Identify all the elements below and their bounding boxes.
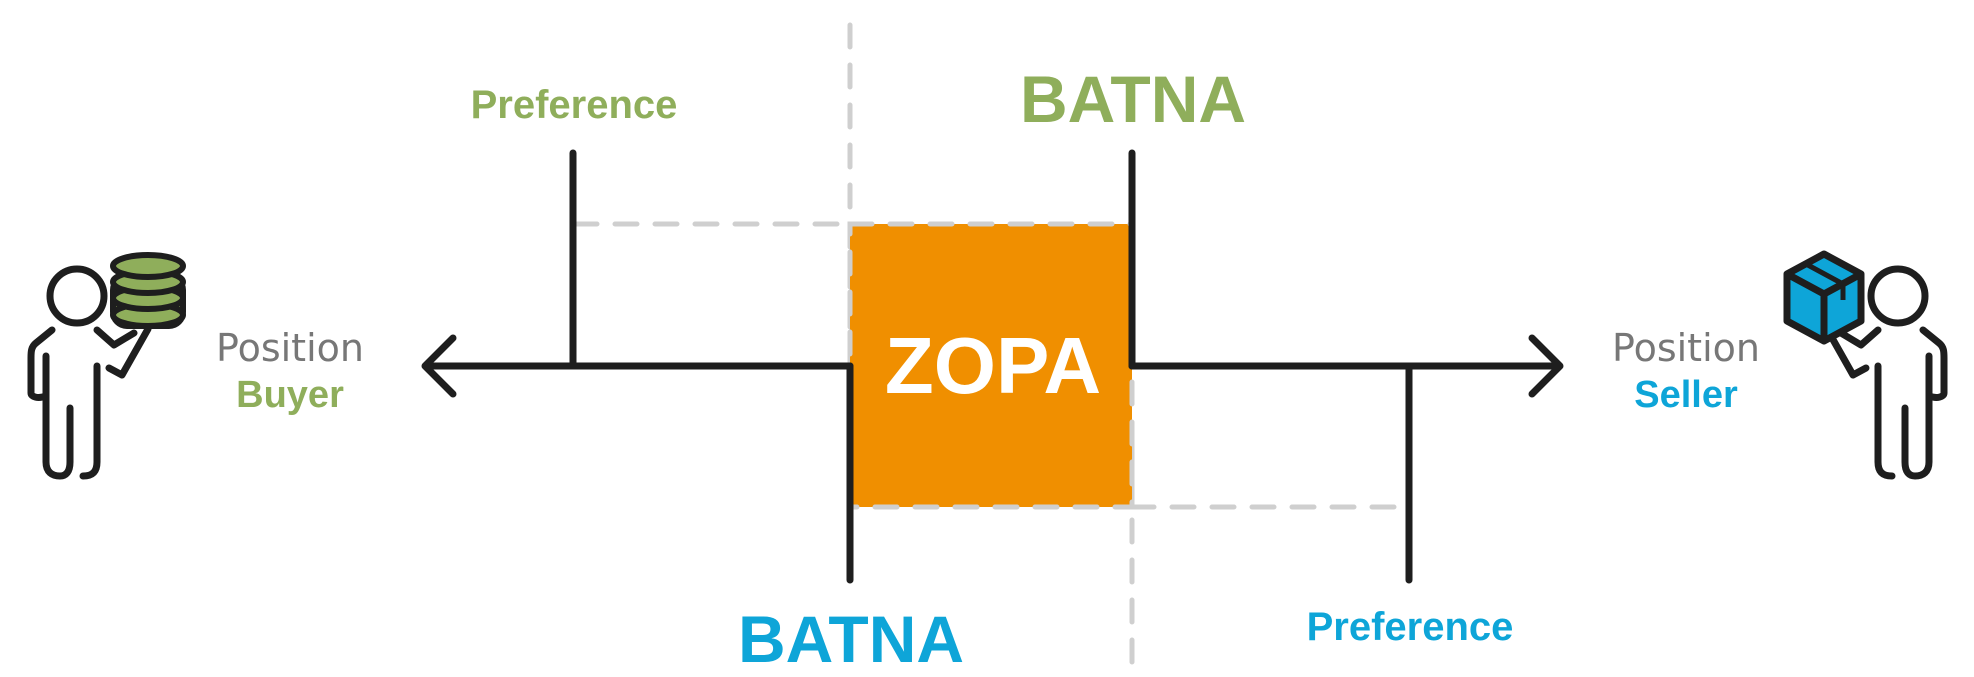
buyer-person-icon	[27, 265, 152, 480]
zopa-zone: ZOPA	[847, 221, 1135, 510]
zopa-label: ZOPA	[885, 321, 1101, 410]
coin-stack-icon	[110, 252, 186, 329]
seller-position-label: Position	[1612, 326, 1760, 370]
package-box-icon	[1783, 250, 1865, 345]
buyer-preference-label: Preference	[471, 83, 678, 127]
buyer-role-label: Buyer	[236, 374, 344, 416]
seller-arrow-head	[1528, 334, 1564, 398]
axis-lines	[421, 149, 1564, 584]
seller-person-icon	[1823, 265, 1948, 480]
buyer-batna-label: BATNA	[1020, 62, 1246, 136]
seller-batna-label: BATNA	[738, 602, 964, 676]
buyer-arrow-head	[421, 334, 457, 398]
zopa-box	[850, 224, 1132, 507]
buyer-position-label: Position	[216, 326, 364, 370]
seller-preference-label: Preference	[1307, 605, 1514, 649]
seller-role-label: Seller	[1634, 374, 1738, 416]
